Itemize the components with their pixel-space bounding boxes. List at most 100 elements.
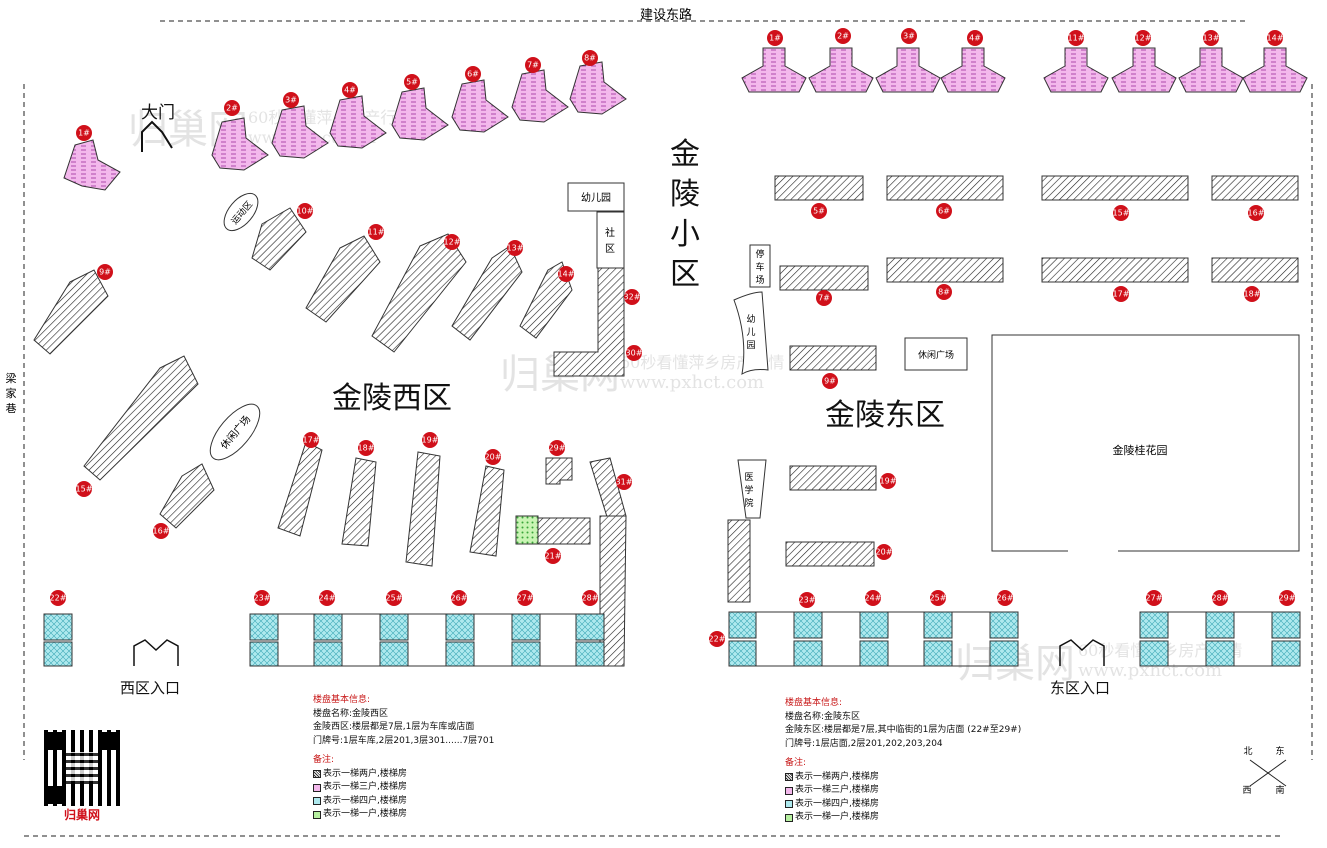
building-number: 16# <box>1248 209 1265 218</box>
badge-circle <box>224 100 240 116</box>
building-number: 5# <box>813 207 825 216</box>
badge-circle <box>967 30 983 46</box>
building-number: 13# <box>1203 34 1220 43</box>
badge-circle <box>1068 30 1084 46</box>
east-area-title: 金陵东区 <box>825 398 945 433</box>
building-number-badge: 17# <box>303 432 320 448</box>
badge-circle <box>303 432 319 448</box>
badge-circle <box>451 590 467 606</box>
building-number: 4# <box>969 34 981 43</box>
building-number: 29# <box>1279 594 1296 603</box>
building-number-badge: 7# <box>816 290 832 306</box>
building-number-badge: 1# <box>76 125 92 141</box>
legend-three-unit-swatch <box>313 783 321 792</box>
building-number-badge: 4# <box>967 30 983 46</box>
svg-text:陵: 陵 <box>670 177 700 212</box>
building-number: 6# <box>938 207 950 216</box>
building-number-badge: 30# <box>626 345 643 361</box>
svg-text:家: 家 <box>6 386 17 400</box>
building-number: 15# <box>1113 209 1130 218</box>
badge-circle <box>997 590 1013 606</box>
west-three-unit-buildings <box>63 61 627 191</box>
building-number-badge: 9# <box>97 264 113 280</box>
badge-circle <box>626 345 642 361</box>
west-entrance: 西区入口 <box>120 639 180 697</box>
badge-circle <box>254 590 270 606</box>
building-number: 19# <box>422 436 439 445</box>
svg-text:停: 停 <box>755 248 764 260</box>
badge-circle <box>1212 590 1228 606</box>
legend-one-unit-swatch <box>785 813 793 822</box>
building-number-badge: 16# <box>1248 205 1265 221</box>
east-note-three: 表示一梯三户,楼梯房 <box>795 785 879 795</box>
building-number-badge: 2# <box>224 100 240 116</box>
building-number-badge: 15# <box>76 481 93 497</box>
building-number-badge: 29# <box>1279 590 1296 606</box>
svg-text:区: 区 <box>670 257 700 292</box>
building-number: 14# <box>558 270 575 279</box>
road-label-west: 梁 家 巷 <box>6 371 17 415</box>
building-number: 10# <box>297 207 314 216</box>
badge-circle <box>444 234 460 250</box>
svg-text:金: 金 <box>670 137 700 172</box>
west-note-one: 表示一梯一户,楼梯房 <box>323 809 407 819</box>
legend-three-unit-swatch <box>785 786 793 795</box>
badge-circle <box>767 30 783 46</box>
building-number: 18# <box>358 444 375 453</box>
building-number: 12# <box>1135 34 1152 43</box>
svg-text:金陵桂花园: 金陵桂花园 <box>1113 443 1168 457</box>
badge-circle <box>709 631 725 647</box>
site-boundary <box>23 20 1313 837</box>
building-number-badge: 14# <box>558 266 575 282</box>
svg-text:60秒看懂萍乡房产行情: 60秒看懂萍乡房产行情 <box>248 108 412 127</box>
west-four-unit-buildings <box>43 613 605 667</box>
badge-circle <box>404 74 420 90</box>
building-number-badge: 24# <box>865 590 882 606</box>
building-number-badge: 4# <box>342 82 358 98</box>
kindergarten-top: 幼儿园 <box>567 182 625 212</box>
building-number-badge: 22# <box>50 590 67 606</box>
complex-title: 金 陵 小 区 <box>670 137 700 292</box>
badge-circle <box>624 289 640 305</box>
west-notes-title: 备注: <box>313 755 335 765</box>
west-info-line1: 楼盘名称:金陵西区 <box>313 708 389 719</box>
east-note-two: 表示一梯两户,楼梯房 <box>795 771 879 782</box>
medical-college: 医 学 院 <box>737 459 767 519</box>
building-number: 24# <box>865 594 882 603</box>
building-number: 13# <box>507 244 524 253</box>
badge-circle <box>799 592 815 608</box>
legend-four-unit-swatch <box>313 797 321 806</box>
community-center: 社 区 <box>596 211 625 269</box>
building-number: 11# <box>1068 34 1085 43</box>
building-number: 24# <box>319 594 336 603</box>
building-number-badge: 5# <box>404 74 420 90</box>
badge-circle <box>811 203 827 219</box>
building-number: 25# <box>386 594 403 603</box>
svg-text:社: 社 <box>605 226 615 239</box>
building-number: 28# <box>1212 594 1229 603</box>
badge-circle <box>1279 590 1295 606</box>
svg-text:www.pxhct.com: www.pxhct.com <box>620 372 764 393</box>
west-info-title: 楼盘基本信息: <box>313 695 371 705</box>
badge-circle <box>822 373 838 389</box>
svg-text:西: 西 <box>1242 785 1251 796</box>
building-21 <box>537 517 591 545</box>
building-number: 7# <box>527 61 539 70</box>
east-info-title: 楼盘基本信息: <box>785 698 843 708</box>
building-number: 5# <box>406 78 418 87</box>
building-number-badge: 28# <box>582 590 599 606</box>
building-number-badge: 24# <box>319 590 336 606</box>
one-unit-building-21-green <box>515 515 539 545</box>
building-number-badge: 13# <box>507 240 524 256</box>
building-number: 9# <box>99 268 111 277</box>
badge-circle <box>1267 30 1283 46</box>
badge-circle <box>1146 590 1162 606</box>
road-label-north: 建设东路 <box>640 7 692 23</box>
east-note-four: 表示一梯四户,楼梯房 <box>795 798 879 809</box>
svg-text:园: 园 <box>746 340 755 351</box>
east-info-line2: 金陵东区:楼层都是7层,其中临街的1层为店面 (22#至29#) <box>785 725 1022 735</box>
badge-circle <box>1248 205 1264 221</box>
building-number: 15# <box>76 485 93 494</box>
main-gate: 大门 <box>141 103 175 152</box>
east-info-block: 楼盘基本信息: 楼盘名称:金陵东区 金陵东区:楼层都是7层,其中临街的1层为店面… <box>785 697 1021 825</box>
